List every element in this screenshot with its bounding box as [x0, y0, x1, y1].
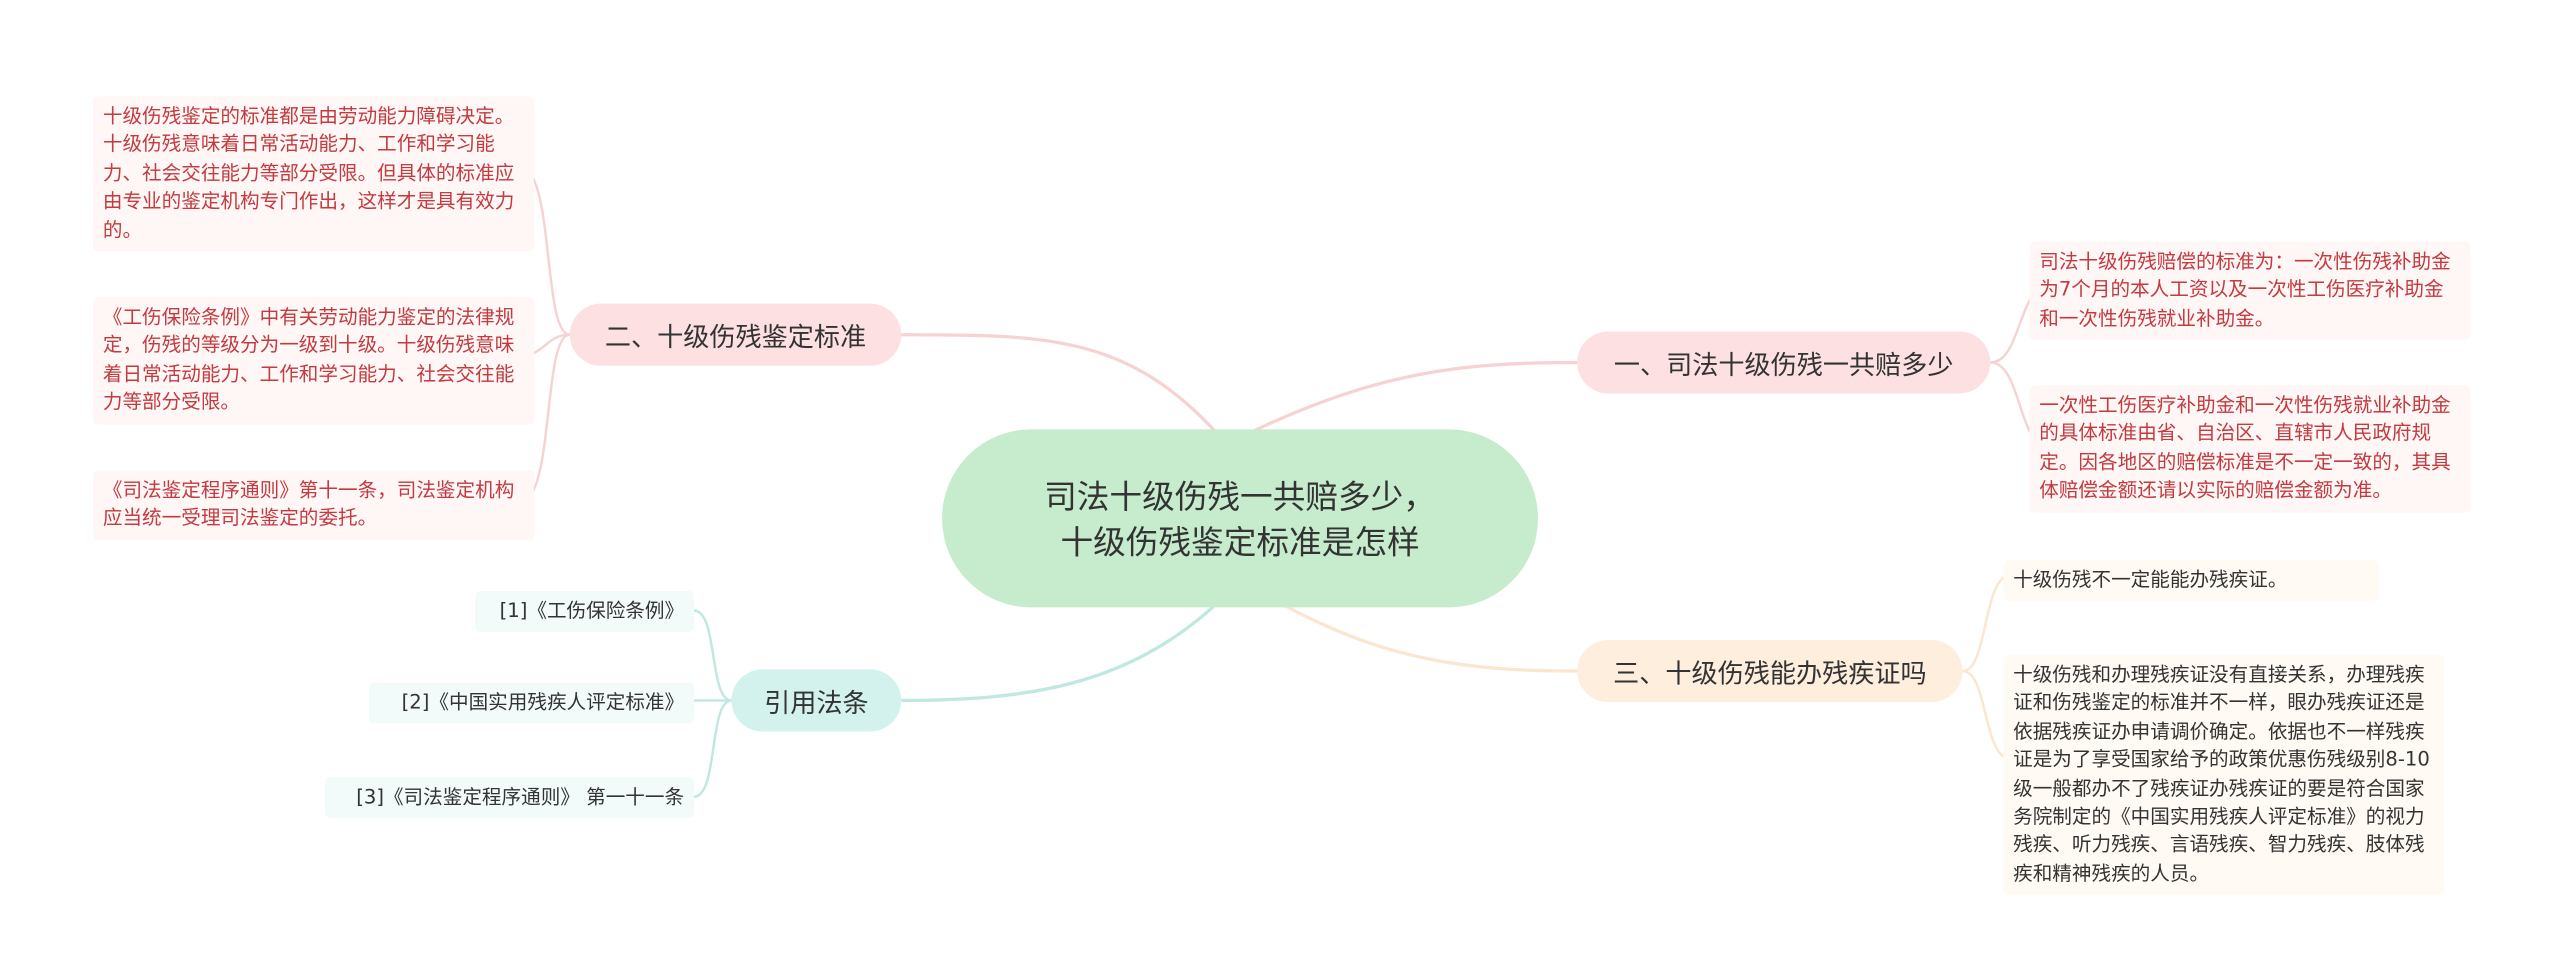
center-topic[interactable]: 司法十级伤残一共赔多少，十级伤残鉴定标准是怎样: [942, 429, 1539, 608]
leaf-compensation-regional[interactable]: 一次性工伤医疗补助金和一次性伤残就业补助金的具体标准由省、自治区、直辖市人民政府…: [2029, 385, 2471, 513]
link-center-b4: [901, 602, 1218, 703]
leaf-appraisal-basis[interactable]: 十级伤残鉴定的标准都是由劳动能力障碍决定。十级伤残意味着日常活动能力、工作和学习…: [93, 96, 534, 252]
reference-item-3[interactable]: [3]《司法鉴定程序通则》 第一十一条: [324, 777, 694, 819]
link-b3-leaf2: [1962, 669, 2012, 761]
leaf-certificate-detail[interactable]: 十级伤残和办理残疾证没有直接关系，办理残疾证和伤残鉴定的标准并不一样，眼办残疾证…: [2003, 654, 2445, 896]
branch-legal-references[interactable]: 引用法条: [731, 669, 902, 732]
center-topic-text: 司法十级伤残一共赔多少，十级伤残鉴定标准是怎样: [1044, 475, 1436, 561]
link-center-b2: [901, 333, 1218, 434]
leaf-appraisal-procedure[interactable]: 《司法鉴定程序通则》第十一条，司法鉴定机构应当统一受理司法鉴定的委托。: [93, 470, 534, 541]
reference-item-2[interactable]: [2]《中国实用残疾人评定标准》: [368, 682, 694, 724]
link-b3-leaf1: [1962, 573, 2012, 673]
branch-compensation-label: 一、司法十级伤残一共赔多少: [1613, 349, 1954, 381]
leaf-certificate-short[interactable]: 十级伤残不一定能能办残疾证。: [2003, 560, 2379, 602]
branch-disability-certificate-label: 三、十级伤残能办残疾证吗: [1613, 657, 1927, 689]
link-center-b3: [1280, 602, 1578, 673]
branch-legal-references-label: 引用法条: [764, 687, 869, 719]
leaf-compensation-standard[interactable]: 司法十级伤残赔偿的标准为：一次性伤残补助金为7个月的本人工资以及一次性工伤医疗补…: [2029, 241, 2471, 340]
link-b4-ref1: [693, 609, 732, 702]
branch-appraisal-standard-label: 二、十级伤残鉴定标准: [604, 321, 867, 353]
leaf-appraisal-regulation[interactable]: 《工伤保险条例》中有关劳动能力鉴定的法律规定，伤残的等级分为一级到十级。十级伤残…: [93, 297, 534, 424]
branch-disability-certificate[interactable]: 三、十级伤残能办残疾证吗: [1577, 640, 1963, 703]
branch-appraisal-standard[interactable]: 二、十级伤残鉴定标准: [569, 303, 902, 366]
reference-item-1[interactable]: [1]《工伤保险条例》: [475, 591, 694, 633]
link-b4-ref3: [693, 699, 732, 798]
branch-compensation[interactable]: 一、司法十级伤残一共赔多少: [1577, 331, 1991, 394]
